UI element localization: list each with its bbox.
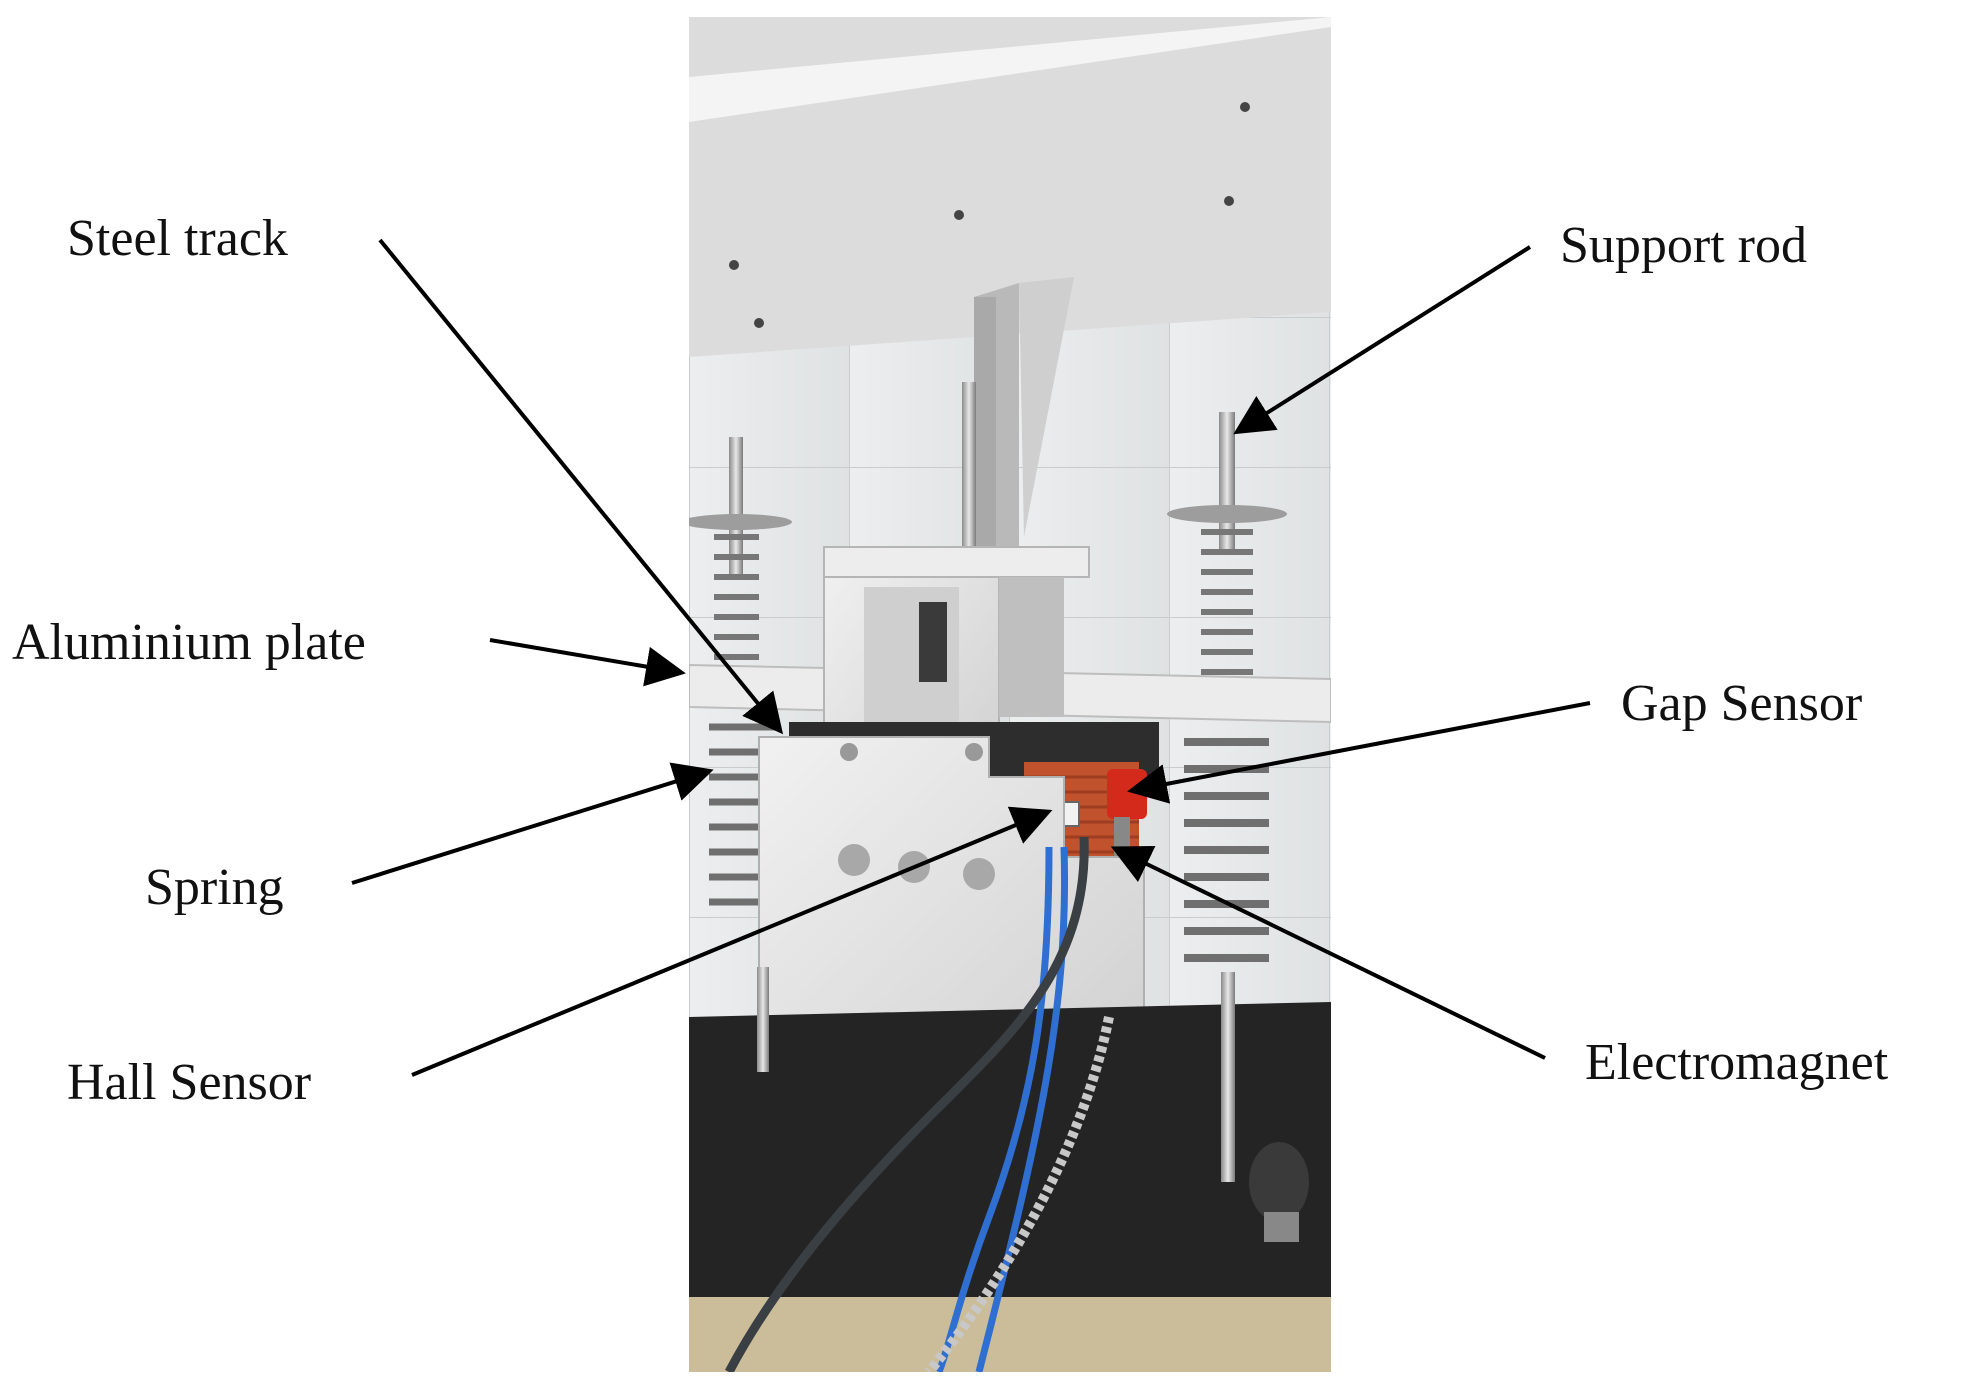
maglev-test-rig-photo [689,17,1331,1372]
label-electromagnet: Electromagnet [1585,1034,1889,1091]
label-aluminium-plate: Aluminium plate [12,614,366,671]
support-rod-left [729,437,743,577]
arrow-gap-sensor [1127,701,1591,804]
spring-upper-right [1201,529,1253,675]
blue-cable [935,846,1053,1372]
label-steel-track: Steel track [67,210,288,267]
rig-illustration [689,17,1331,1372]
label-gap-sensor: Gap Sensor [1621,675,1863,732]
label-hall-sensor: Hall Sensor [67,1054,312,1111]
spring-upper-left [714,534,759,660]
support-rod-middle [962,382,976,552]
arrow-aluminium-plate [489,638,686,687]
top-plate [689,17,1331,357]
label-spring: Spring [145,859,284,916]
arrow-support-rod [1233,245,1532,435]
arrow-steel-track [378,238,784,735]
label-support-rod: Support rod [1560,217,1807,274]
base-plate [689,1002,1331,1372]
steel-track [919,602,947,682]
arrow-hall-sensor [411,806,1053,1077]
arrow-spring [351,762,714,885]
arrow-electromagnet [1110,846,1546,1060]
